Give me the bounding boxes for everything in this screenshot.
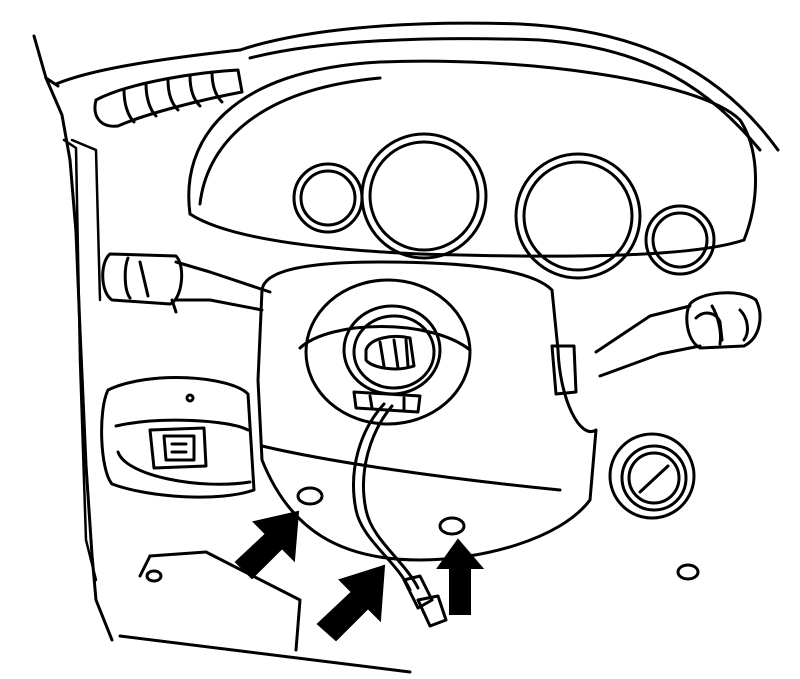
callout-arrow-right <box>436 538 485 615</box>
steering-column-housing <box>256 260 598 562</box>
connector-wire <box>352 402 448 628</box>
small-gauge-right <box>644 204 716 276</box>
mounting-hole-right <box>438 516 466 536</box>
left-air-vent <box>93 68 244 128</box>
ignition-bezel <box>608 432 700 581</box>
left-stalk <box>101 252 272 314</box>
callout-arrows <box>234 510 485 642</box>
instrument-cluster <box>292 132 716 280</box>
callout-arrow-left <box>234 510 300 580</box>
mounting-holes <box>296 486 466 536</box>
instrument-cluster-hood <box>187 59 757 258</box>
tachometer <box>360 132 488 260</box>
mounting-hole-left <box>296 486 324 506</box>
callout-arrow-center <box>316 564 386 642</box>
lower-trim-panel <box>138 550 302 652</box>
left-side-panel <box>62 138 102 582</box>
lower-left-switch-panel <box>100 376 256 499</box>
small-gauge-left <box>292 162 364 234</box>
airbag-clock-spring <box>304 278 472 426</box>
speedometer <box>514 152 642 280</box>
right-stalk <box>550 291 762 396</box>
